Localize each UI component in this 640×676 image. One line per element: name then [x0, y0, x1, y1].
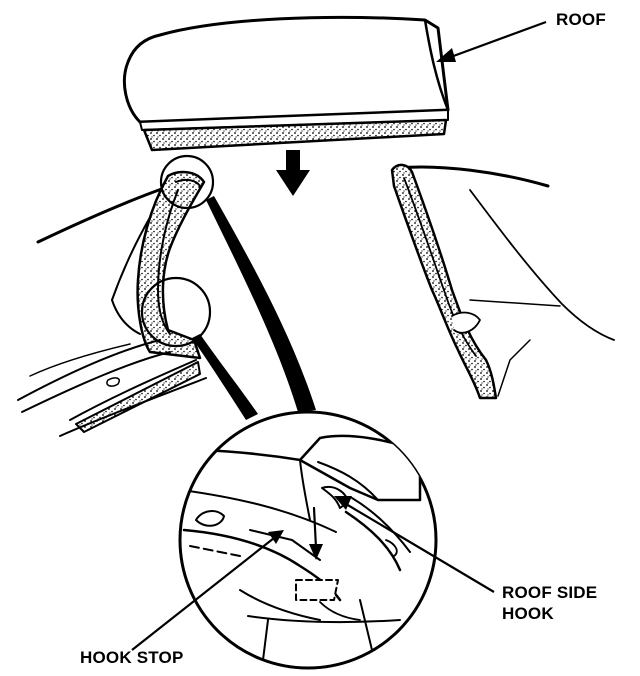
detail-circle-upper [159, 154, 215, 210]
left-body-frame [17, 170, 207, 437]
detail-circle-lower [140, 276, 212, 348]
arrow-down-icon [276, 150, 310, 196]
roof-side-hook-label-line2: HOOK [502, 604, 554, 623]
roof-side-hook-label: ROOF SIDE HOOK [502, 582, 597, 624]
roof-label: ROOF [556, 10, 606, 29]
callout-wedges [192, 196, 316, 420]
roof-leader [436, 20, 547, 62]
roof-panel [122, 15, 450, 152]
detail-magnified-view [178, 410, 438, 670]
roof-side-hook-leader [334, 496, 495, 593]
hook-stop-label: HOOK STOP [80, 648, 184, 667]
roof-side-hook-label-line1: ROOF SIDE [502, 583, 598, 602]
right-body-frame [390, 163, 615, 400]
hook-stop-leader [131, 530, 284, 651]
